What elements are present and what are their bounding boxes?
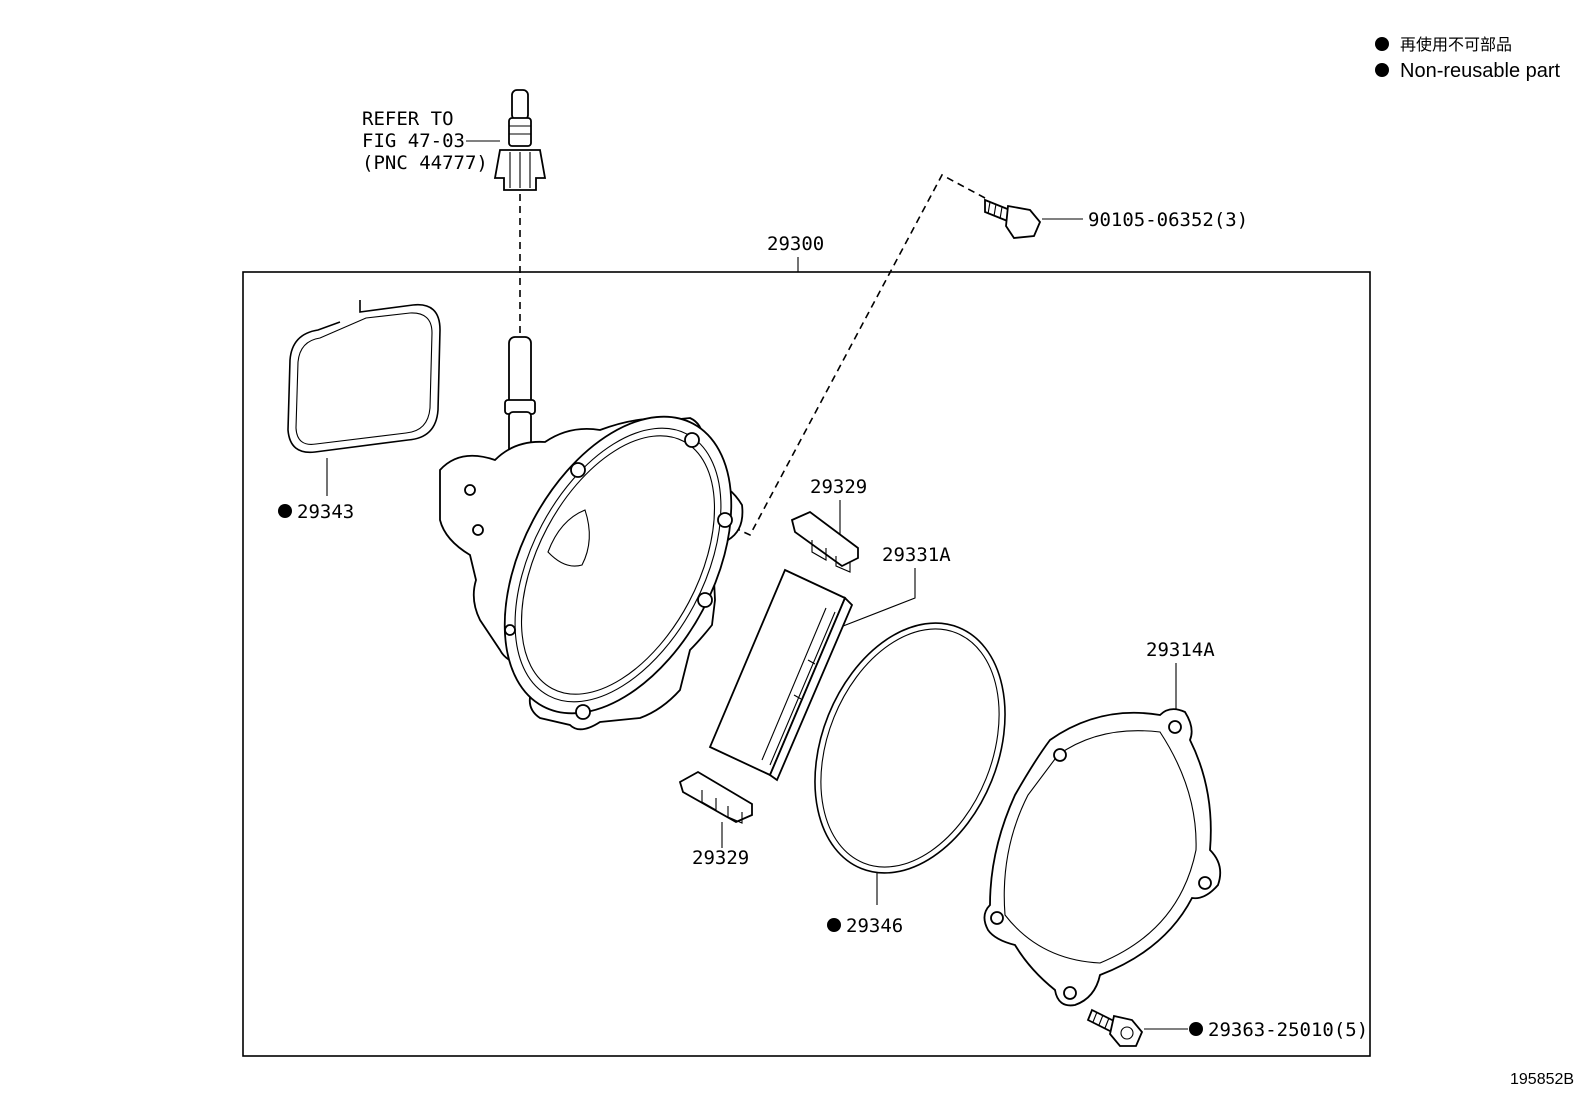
reference-line-1: REFER TO (362, 108, 454, 130)
cover-plate-icon (983, 708, 1222, 1007)
non-reusable-marker-icon (1375, 37, 1389, 51)
o-ring-icon (814, 622, 1006, 874)
legend-japanese: 再使用不可部品 (1400, 36, 1512, 54)
pump-housing-icon (439, 336, 744, 731)
non-reusable-marker-icon (1189, 1022, 1203, 1036)
label-screw: 29363-25010(5) (1208, 1019, 1368, 1041)
vane-upper-icon (790, 510, 859, 573)
label-rotor: 29331A (882, 544, 951, 566)
reference-note: REFER TO FIG 47-03 (PNC 44777) (362, 108, 500, 174)
label-gasket: 29343 (297, 501, 354, 523)
label-bolt: 90105-06352(3) (1088, 209, 1248, 231)
label-o-ring: 29346 (846, 915, 903, 937)
screw-icon (1086, 1008, 1144, 1047)
gasket-icon (287, 300, 441, 454)
label-assembly: 29300 (767, 233, 824, 255)
legend: 再使用不可部品 Non-reusable part (1375, 36, 1561, 82)
non-reusable-marker-icon (1375, 63, 1389, 77)
label-vane-lower: 29329 (692, 847, 749, 869)
illustration-id: 195852B (1510, 1071, 1574, 1088)
flange-bolt-icon (984, 198, 1042, 239)
sensor-connector-icon (493, 89, 547, 191)
label-cover: 29314A (1146, 639, 1215, 661)
vane-lower-icon (678, 770, 753, 824)
non-reusable-marker-icon (278, 504, 292, 518)
non-reusable-marker-icon (827, 918, 841, 932)
reference-line-3: (PNC 44777) (362, 152, 488, 174)
reference-line-2: FIG 47-03 (362, 130, 465, 152)
label-vane-upper: 29329 (810, 476, 867, 498)
rotor-icon (708, 568, 854, 782)
legend-english: Non-reusable part (1400, 60, 1561, 82)
assembly-box (242, 271, 1371, 1057)
